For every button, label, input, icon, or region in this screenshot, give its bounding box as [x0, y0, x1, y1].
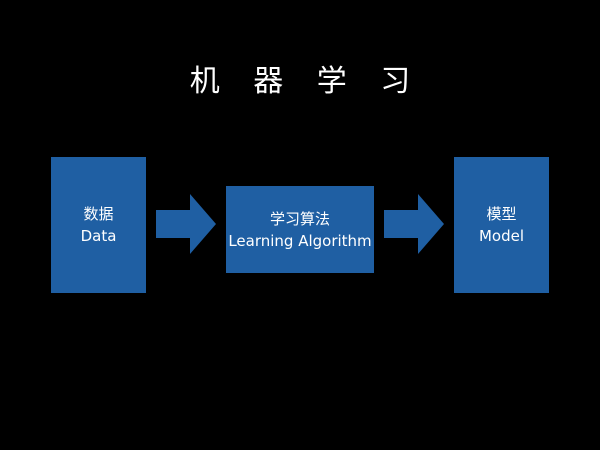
right-arrow-icon — [156, 194, 216, 254]
data-box-label-en: Data — [80, 227, 117, 245]
learning-algorithm-box: 学习算法 Learning Algorithm — [226, 186, 374, 273]
model-box-label-cn: 模型 — [486, 205, 517, 223]
data-box-label-cn: 数据 — [83, 205, 114, 223]
model-box-label-en: Model — [478, 227, 525, 245]
page-title: 机 器 学 习 — [189, 64, 423, 99]
right-arrow-icon — [384, 194, 444, 254]
learning-algorithm-label-cn: 学习算法 — [269, 209, 330, 228]
learning-algorithm-label-en: Learning Algorithm — [228, 231, 372, 250]
data-box: 数据 Data — [51, 157, 146, 293]
model-box: 模型 Model — [454, 157, 549, 293]
